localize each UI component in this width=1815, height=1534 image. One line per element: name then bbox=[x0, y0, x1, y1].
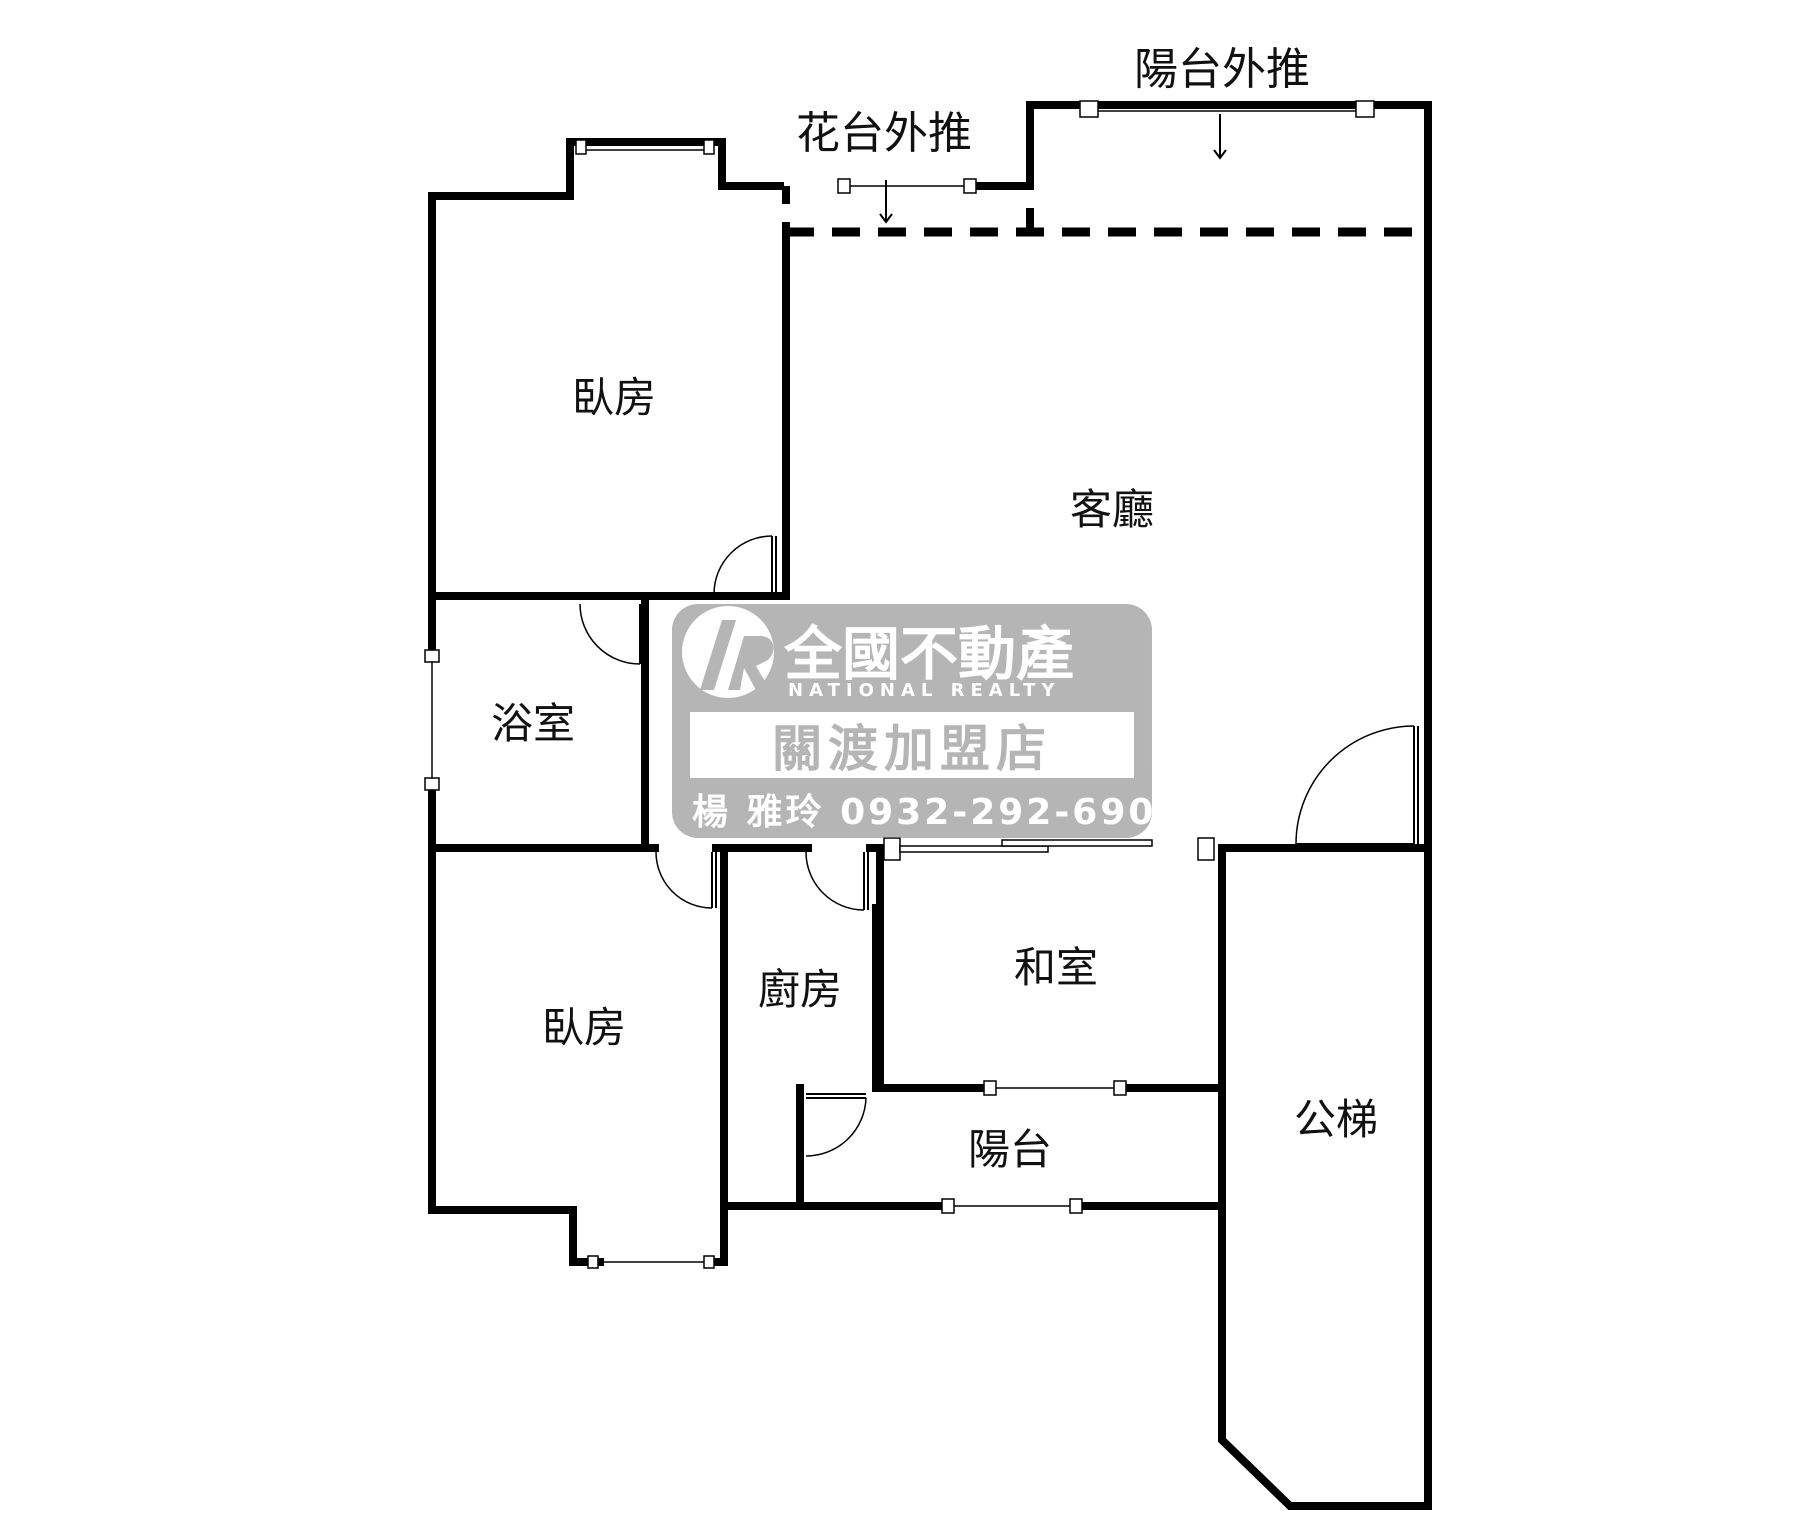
push-arrows bbox=[879, 114, 1227, 224]
doors bbox=[579, 535, 1419, 1157]
walls bbox=[428, 101, 1432, 1510]
window-balcony-ext bbox=[1079, 100, 1375, 118]
label-balcony: 陽台 bbox=[968, 1125, 1052, 1174]
wall-bedroom-top-right bbox=[428, 222, 790, 600]
window-flowerbed bbox=[837, 178, 977, 194]
watermark-branch-box bbox=[690, 712, 1134, 778]
arrow-flowerbed bbox=[879, 180, 893, 224]
sliding-door-tatami bbox=[883, 837, 1215, 861]
watermark-branch: 關渡加盟店 bbox=[772, 720, 1052, 778]
wall-stairs bbox=[1218, 844, 1428, 1510]
label-living-room: 客廳 bbox=[1070, 485, 1154, 534]
watermark-brand-zh: 全國不動產 bbox=[783, 620, 1074, 688]
door-bedroom-bottom bbox=[655, 851, 717, 909]
window-bedroom-bottom bbox=[587, 1255, 715, 1269]
door-bathroom bbox=[579, 603, 645, 665]
label-bathroom: 浴室 bbox=[491, 699, 575, 748]
label-flower-bed-ext: 花台外推 bbox=[796, 108, 972, 159]
windows bbox=[424, 100, 1375, 1269]
wall-balcony bbox=[720, 1084, 1226, 1210]
window-tatami bbox=[983, 1080, 1127, 1096]
watermark-brand-en: NATIONAL REALTY bbox=[788, 680, 1061, 701]
wall-tatami-left bbox=[876, 844, 1226, 1092]
label-bedroom-top: 臥房 bbox=[572, 373, 656, 422]
label-kitchen: 廚房 bbox=[758, 965, 842, 1014]
door-entrance bbox=[1295, 725, 1419, 845]
watermark-agent: 楊 雅玲 0932-292-690 bbox=[692, 792, 1156, 833]
window-bathroom bbox=[424, 649, 440, 791]
door-balcony bbox=[805, 1093, 867, 1157]
door-kitchen bbox=[805, 851, 869, 911]
wall-flowerbed bbox=[972, 101, 1432, 1510]
arrow-balcony-ext bbox=[1213, 114, 1227, 160]
window-bedroom-top bbox=[575, 139, 715, 155]
window-balcony bbox=[941, 1198, 1083, 1214]
brand-logo-icon bbox=[682, 606, 774, 698]
label-bedroom-bottom: 臥房 bbox=[542, 1003, 626, 1052]
label-public-stairs: 公梯 bbox=[1294, 1095, 1378, 1144]
wall-kitchen-left bbox=[708, 846, 728, 1266]
agency-watermark: 全國不動產 NATIONAL REALTY 關渡加盟店 楊 雅玲 0932-29… bbox=[672, 604, 1156, 838]
wall-bedroom-top bbox=[428, 138, 784, 600]
wall-left-outer bbox=[428, 592, 604, 1266]
label-balcony-ext: 陽台外推 bbox=[1134, 44, 1310, 95]
label-tatami-room: 和室 bbox=[1014, 943, 1098, 992]
door-bedroom-top bbox=[713, 535, 777, 595]
